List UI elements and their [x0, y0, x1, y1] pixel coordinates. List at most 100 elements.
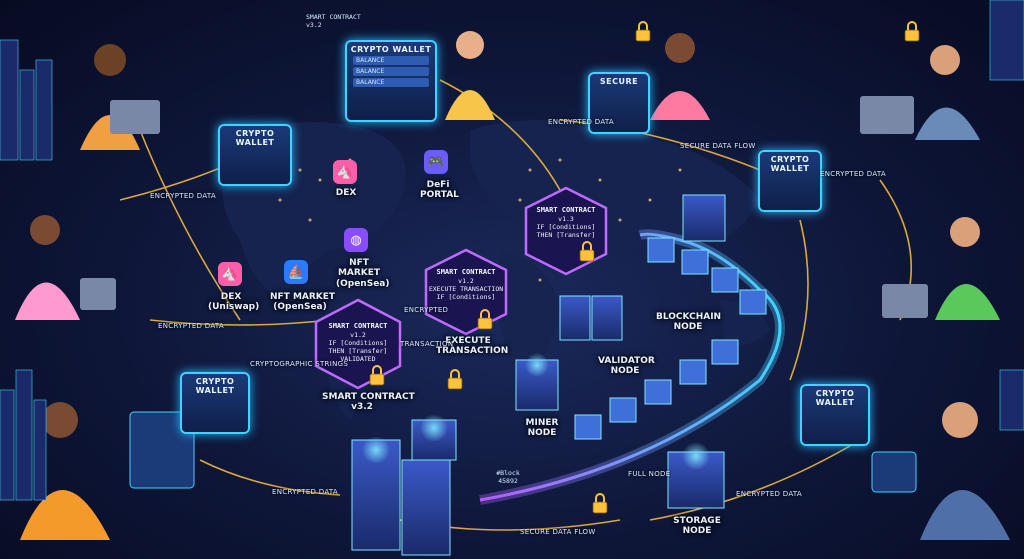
crypto-wallet-right: CRYPTO WALLET: [758, 150, 822, 212]
nft-market-left-label: NFT MARKET (OpenSea): [270, 292, 336, 313]
defi-portal-label: DeFi PORTAL: [420, 180, 459, 201]
validator-node-label: VALIDATOR NODE: [598, 356, 655, 377]
smart-contract-line: IF [Conditions]: [328, 338, 388, 347]
smart-contract-version: v1.2: [350, 330, 366, 339]
encrypted-data-flow-label: ENCRYPTED DATA: [736, 490, 803, 498]
secure-data-flow-label: SECURE DATA FLOW: [520, 528, 596, 536]
city-skylines: [0, 0, 1024, 501]
crypto-wallet-right-bottom: CRYPTO WALLET: [800, 384, 870, 446]
block-cube: [679, 359, 707, 385]
smart-contract-note: SMART CONTRACT v3.2: [306, 13, 361, 29]
execute-transaction-line: EXECUTE: [445, 336, 491, 346]
block-cube: [711, 339, 739, 365]
defi-portal-line: DeFi: [426, 180, 450, 190]
wallet-title: CRYPTO WALLET: [770, 155, 810, 173]
padlock-icon: [635, 21, 651, 42]
storage-node-label: STORAGE NODE: [670, 516, 724, 537]
padlock-icon: [579, 241, 595, 262]
dex-left-line: (Uniswap): [208, 302, 260, 313]
unicorn-icon: 🦄: [218, 262, 242, 286]
block-cube: [739, 289, 767, 315]
person-bottom-right-man: [871, 402, 1010, 540]
block-cube: [644, 379, 672, 405]
full-node-label: FULL NODE: [628, 470, 671, 478]
miner-node-line: MINER: [525, 418, 559, 428]
validator-node-line: VALIDATOR: [598, 356, 655, 366]
smart-contract-title: SMART CONTRACT: [436, 268, 496, 276]
nft-market-line: (OpenSea): [336, 278, 390, 289]
transaction-flow-label: TRANSACTION: [400, 340, 454, 348]
smart-contract-line: IF [Conditions]: [436, 293, 496, 301]
padlock-icon: [592, 493, 608, 514]
smart-contract-line: THEN [Transfer]: [328, 347, 388, 355]
blockchain-blocks: [574, 237, 767, 440]
wallet-title: CRYPTO WALLET: [195, 377, 235, 395]
smart-contract-v32-line: v3.2: [351, 402, 373, 413]
nft-market-line: MARKET: [337, 268, 381, 279]
wallet-title: CRYPTO WALLET: [235, 129, 275, 147]
block-cube: [711, 267, 739, 293]
nft-market-left-line: (OpenSea): [273, 302, 327, 313]
smart-contract-version: v1.3: [558, 214, 574, 223]
globe-icon: ◍: [344, 228, 368, 252]
wallet-title: CRYPTO WALLET: [815, 389, 855, 407]
smart-contract-left-text: SMART CONTRACT v1.2 IF [Conditions] THEN…: [318, 322, 398, 363]
blockchain-node-label: BLOCKCHAIN NODE: [656, 312, 722, 333]
padlock-icon: [447, 369, 463, 390]
crypto-wallet-top-center: CRYPTO WALLET BALANCE BALANCE BALANCE: [345, 40, 437, 122]
sailboat-icon: ⛵: [284, 260, 308, 284]
encrypted-data-flow-label: ENCRYPTED DATA: [158, 322, 225, 330]
wallet-title: CRYPTO WALLET: [350, 45, 432, 54]
encrypted-flow-label: ENCRYPTED: [404, 306, 449, 314]
defi-portal-line: PORTAL: [420, 190, 459, 201]
dex-left-label: DEX (Uniswap): [208, 292, 260, 313]
dex-left-line: DEX: [220, 292, 242, 302]
encrypted-data-flow-label: ENCRYPTED DATA: [820, 170, 887, 178]
smart-contract-v32-line: SMART CONTRACT: [322, 392, 415, 402]
people: [15, 31, 1010, 540]
crypto-wallet-left-bottom: CRYPTO WALLET: [180, 372, 250, 434]
wallet-balance-row: BALANCE: [353, 67, 429, 76]
validator-server: [559, 295, 591, 341]
blockchain-node-line: NODE: [673, 322, 703, 333]
encrypted-data-flow-label: ENCRYPTED DATA: [272, 488, 339, 496]
secure-data-flow-label: SECURE DATA FLOW: [680, 142, 756, 150]
miner-node-line: NODE: [527, 428, 557, 439]
execute-transaction-label: EXECUTE TRANSACTION: [436, 336, 509, 357]
encrypted-data-flow-label: ENCRYPTED DATA: [150, 192, 217, 200]
execute-transaction-line: TRANSACTION: [436, 346, 509, 357]
server-tower: [401, 459, 451, 556]
person-left-woman: [15, 215, 116, 320]
person-top-center: [445, 31, 495, 120]
block-cube: [609, 397, 637, 423]
smart-contract-mid-text: SMART CONTRACT v1.2 EXECUTE TRANSACTION …: [428, 268, 504, 301]
encrypted-data-flow-label: ENCRYPTED DATA: [548, 118, 615, 126]
padlock-icon: [477, 309, 493, 330]
smart-contract-v32-label: SMART CONTRACT v3.2: [322, 392, 415, 413]
block-tag-line: 45892: [498, 476, 518, 485]
smart-contract-title: SMART CONTRACT: [536, 206, 596, 214]
server-glow: [362, 353, 710, 470]
person-top-left: [80, 44, 160, 150]
nft-market-line: NFT: [349, 258, 369, 268]
data-flow-lines: [119, 79, 913, 531]
smart-contract-line: EXECUTE TRANSACTION: [428, 284, 504, 293]
blockchain-node-line: BLOCKCHAIN: [656, 312, 722, 322]
nft-market-left-line: NFT MARKET: [270, 292, 336, 302]
smart-contract-line: IF [Conditions]: [536, 222, 596, 231]
wallet-title: SECURE: [599, 77, 639, 86]
crypto-wallet-top-left: CRYPTO WALLET: [218, 124, 292, 186]
padlock-icon: [369, 365, 385, 386]
person-top-right-woman: [650, 33, 710, 120]
block-tag-line: #Block: [496, 469, 520, 477]
person-top-right-man: [860, 45, 980, 140]
nft-market-top-label: NFT MARKET (OpenSea): [336, 258, 390, 289]
wallet-balance-row: BALANCE: [353, 56, 429, 65]
block-cube: [647, 237, 675, 263]
storage-node-line: STORAGE: [673, 516, 721, 526]
validator-server: [591, 295, 623, 341]
smart-contract-title: SMART CONTRACT: [328, 322, 388, 330]
person-right-woman: [882, 217, 1000, 320]
